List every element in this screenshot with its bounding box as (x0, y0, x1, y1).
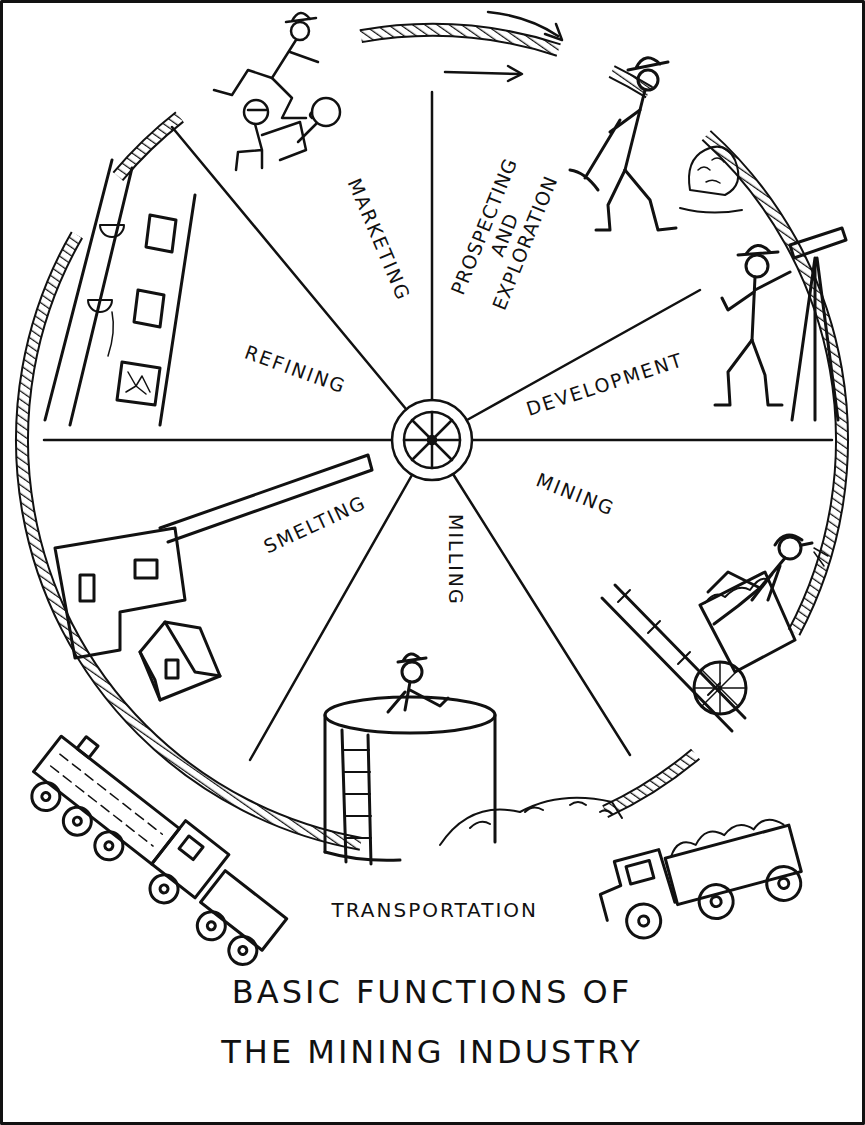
sector-line (44, 92, 832, 760)
function-label: MARKETING (342, 175, 413, 304)
smelter-building (55, 455, 372, 700)
marketing-figures (214, 13, 340, 170)
wheel-rim (0, 0, 865, 922)
function-label: DEVELOPMENT (524, 349, 687, 421)
train (18, 724, 299, 970)
refinery-cells (45, 160, 195, 425)
mill-tank (325, 654, 622, 864)
prospector-figure (570, 58, 742, 230)
function-label: MINING (532, 469, 617, 520)
function-label: TRANSPORTATION (332, 899, 539, 922)
function-label: REFINING (241, 341, 349, 398)
miner-figure (602, 535, 828, 731)
function-label: SMELTING (260, 492, 369, 559)
function-label: MILLING (444, 514, 466, 606)
surveyor-figure (715, 228, 846, 420)
wheel-hub (392, 400, 472, 480)
direction-arrow (445, 12, 562, 81)
function-label: PROSPECTING AND EXPLORATION (441, 139, 569, 330)
truck (592, 812, 807, 947)
diagram-title: BASIC FUNCTIONS OF THE MINING INDUSTRY (52, 962, 812, 1082)
